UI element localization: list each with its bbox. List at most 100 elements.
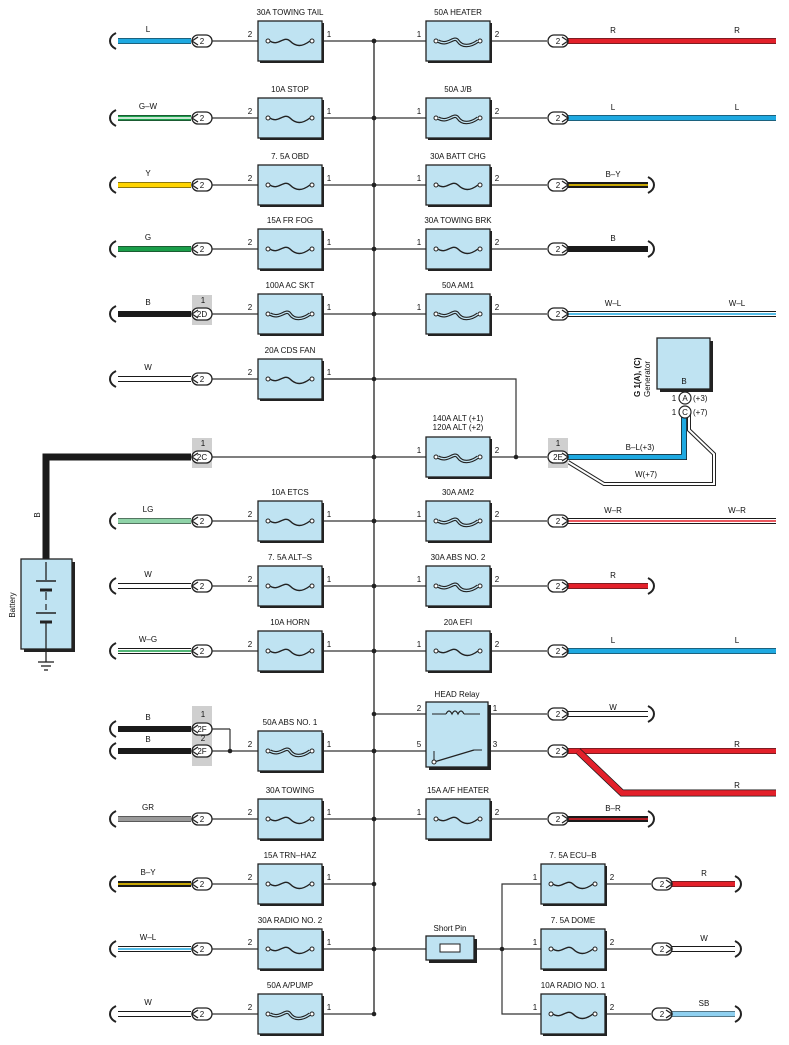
wire-color-code: L bbox=[735, 636, 740, 645]
left-connector-2-arrow bbox=[190, 180, 199, 190]
generator-terminal: B bbox=[681, 377, 686, 386]
fuse-11-term-left bbox=[265, 816, 271, 822]
frfuse-0-term-right bbox=[592, 881, 598, 887]
wire-color-code: B–L(+3) bbox=[626, 443, 655, 452]
fuse-7-element bbox=[269, 518, 311, 527]
fuse-title: 10A RADIO NO. 1 bbox=[541, 981, 606, 990]
left-connector-7-label: 2 bbox=[200, 517, 205, 526]
relay-pin: 1 bbox=[493, 704, 498, 713]
left-connector-14-label: 2 bbox=[200, 1010, 205, 1019]
fuse-pin: 2 bbox=[248, 303, 253, 312]
right-connector-0-arrow bbox=[561, 36, 570, 46]
wire-color-code: B–Y bbox=[605, 170, 621, 179]
fuse-pin: 2 bbox=[495, 238, 500, 247]
fuse-pin: 1 bbox=[417, 174, 422, 183]
rfuse-1-element-core bbox=[437, 115, 479, 124]
fuse-pin: 2 bbox=[248, 740, 253, 749]
gen-wire-bl bbox=[568, 414, 687, 460]
rfuse-2-element bbox=[437, 182, 479, 191]
generator-pin-num: 1 bbox=[672, 408, 677, 417]
fuse-pin: 1 bbox=[417, 575, 422, 584]
left-connector-14-arrow bbox=[190, 1009, 199, 1019]
left-wire-end-3 bbox=[109, 240, 117, 258]
relay-switch-arm bbox=[433, 749, 475, 763]
fuse-title: 20A CDS FAN bbox=[265, 346, 316, 355]
fuse-2-term-left bbox=[265, 182, 271, 188]
rfuse-3-element bbox=[437, 246, 479, 255]
relay-contact bbox=[431, 759, 437, 765]
rfuse-9-element bbox=[437, 816, 479, 825]
left-connector-9-label: 2 bbox=[200, 647, 205, 656]
wire-color-code: L bbox=[735, 103, 740, 112]
fuse-8-term-left bbox=[265, 583, 271, 589]
fuse-4-element-core bbox=[269, 311, 311, 320]
wire-color-code: W bbox=[700, 934, 708, 943]
fuse-pin: 2 bbox=[248, 107, 253, 116]
fuse-pin: 1 bbox=[327, 107, 332, 116]
fuse-pin: 2 bbox=[248, 174, 253, 183]
fuse-pin: 2 bbox=[248, 368, 253, 377]
fuse-pin: 1 bbox=[327, 174, 332, 183]
fuse-pin: 2 bbox=[610, 1003, 615, 1012]
rfuse-8-element bbox=[437, 648, 479, 657]
fuse-pin: 1 bbox=[327, 368, 332, 377]
fuse-pin: 1 bbox=[533, 873, 538, 882]
right-connector-7-arrow bbox=[561, 581, 570, 591]
fuse-3-term-left bbox=[265, 246, 271, 252]
rfuse-4-element-core bbox=[437, 311, 479, 320]
right-wire-end-9 bbox=[647, 810, 655, 828]
battery-cable bbox=[43, 454, 191, 562]
fuse-1-element bbox=[269, 115, 311, 124]
right-connector-2-label: 2 bbox=[556, 181, 561, 190]
fuse-pin: 2 bbox=[495, 107, 500, 116]
fuse-pin: 2 bbox=[495, 303, 500, 312]
fuse-title: 15A TRN–HAZ bbox=[264, 851, 317, 860]
frfuse-1-element bbox=[552, 946, 594, 955]
junction-dot bbox=[371, 376, 377, 382]
fuse-9-element bbox=[269, 648, 311, 657]
fuse-title: 30A TOWING bbox=[266, 786, 315, 795]
fuse-11-element bbox=[269, 816, 311, 825]
wires-layer bbox=[42, 32, 776, 1023]
left-wire-end-13 bbox=[109, 940, 117, 958]
right-connector-4-arrow bbox=[561, 309, 570, 319]
left-wire-end-1 bbox=[109, 109, 117, 127]
left-connector-3-label: 2 bbox=[200, 245, 205, 254]
wire-color-code: SB bbox=[699, 999, 710, 1008]
wire-color-code: W–L bbox=[729, 299, 746, 308]
junction-dot bbox=[513, 454, 519, 460]
junction-dot bbox=[371, 816, 377, 822]
fuse-5-term-left bbox=[265, 376, 271, 382]
junction-dot bbox=[371, 583, 377, 589]
right-connector-9-arrow bbox=[561, 814, 570, 824]
generator-box bbox=[656, 337, 711, 390]
fuse-5-term-right bbox=[309, 376, 315, 382]
fuse-pin: 2 bbox=[495, 510, 500, 519]
fuse-pin: 2 bbox=[495, 174, 500, 183]
fuse-13-term-right bbox=[309, 946, 315, 952]
relay-pin: 3 bbox=[493, 740, 498, 749]
rfuse-3-term-right bbox=[477, 246, 483, 252]
relay-out3-connector-arrow bbox=[561, 746, 570, 756]
left-connector-9-arrow bbox=[190, 646, 199, 656]
relay-out3-connector-label: 2 bbox=[556, 747, 561, 756]
wire-color-code: W–L bbox=[605, 299, 622, 308]
right-wire-end-7 bbox=[647, 577, 655, 595]
left-connector-13-label: 2 bbox=[200, 945, 205, 954]
rfuse-9-term-right bbox=[477, 816, 483, 822]
relay-pin: 5 bbox=[417, 740, 422, 749]
junction-dot bbox=[371, 946, 377, 952]
rfuse-8-term-right bbox=[477, 648, 483, 654]
far-right-connector-1-label: 2 bbox=[660, 945, 665, 954]
right-connector-8-arrow bbox=[561, 646, 570, 656]
fuse-pin: 2 bbox=[495, 575, 500, 584]
fuse-5-element bbox=[269, 376, 311, 385]
left-wire-end-4 bbox=[109, 305, 117, 323]
wire-color-code: W–R bbox=[728, 506, 746, 515]
relay-title: HEAD Relay bbox=[435, 690, 480, 699]
frfuse-1-term-left bbox=[548, 946, 554, 952]
fuse-pin: 1 bbox=[533, 1003, 538, 1012]
wire-color-code: R bbox=[734, 26, 740, 35]
fuse-title: 20A EFI bbox=[444, 618, 472, 627]
left-connector-12-label: 2 bbox=[200, 880, 205, 889]
